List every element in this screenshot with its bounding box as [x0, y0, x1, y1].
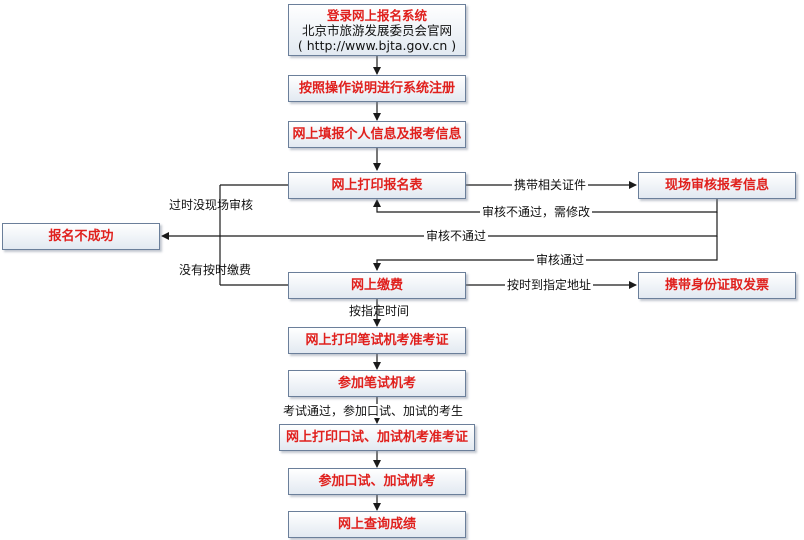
label-passed-written: 考试通过，参加口试、加试的考生	[281, 404, 466, 418]
step-onsite-review: 现场审核报考信息	[638, 172, 796, 199]
step-fail: 报名不成功	[2, 223, 160, 250]
label-review-fail-modify: 审核不通过，需修改	[480, 205, 593, 219]
label-review-pass: 审核通过	[534, 253, 587, 267]
step-login-site: 北京市旅游发展委员会官网	[301, 23, 452, 38]
label-missed-payment: 没有按时缴费	[179, 263, 252, 277]
label-on-time-to-address: 按时到指定地址	[505, 278, 594, 292]
step-fill-info: 网上填报个人信息及报考信息	[288, 121, 466, 148]
label-bring-docs: 携带相关证件	[512, 178, 589, 192]
step-login-title: 登录网上报名系统	[326, 8, 427, 23]
step-check-results: 网上查询成绩	[288, 511, 466, 538]
step-login-url: ( http://www.bjta.gov.cn )	[297, 38, 457, 53]
step-print-oral-ticket: 网上打印口试、加试机考准考证	[279, 424, 475, 451]
label-on-schedule: 按指定时间	[349, 304, 410, 318]
step-register: 按照操作说明进行系统注册	[288, 75, 466, 102]
step-pay: 网上缴费	[288, 272, 466, 299]
step-print-form: 网上打印报名表	[288, 172, 466, 199]
step-login: 登录网上报名系统 北京市旅游发展委员会官网 ( http://www.bjta.…	[288, 4, 466, 56]
label-review-fail: 审核不通过	[424, 229, 489, 243]
step-written-exam: 参加笔试机考	[288, 370, 466, 397]
step-oral-exam: 参加口试、加试机考	[288, 468, 466, 495]
step-print-written-ticket: 网上打印笔试机考准考证	[288, 327, 466, 354]
step-get-invoice: 携带身份证取发票	[638, 272, 796, 299]
label-missed-review: 过时没现场审核	[169, 198, 254, 212]
